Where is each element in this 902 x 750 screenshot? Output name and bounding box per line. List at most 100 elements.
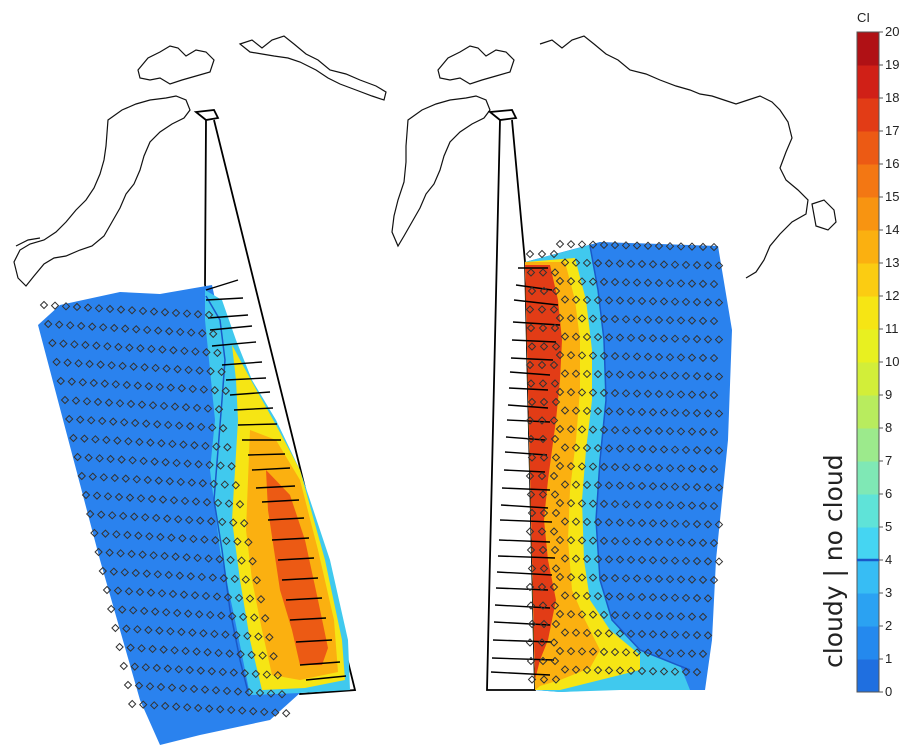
sample-marker [549, 416, 559, 425]
sample-marker [665, 241, 675, 251]
sample-marker [107, 511, 117, 520]
sample-marker [248, 707, 258, 716]
sample-marker [100, 379, 110, 388]
sample-marker [233, 687, 243, 696]
sample-marker [665, 315, 675, 325]
sample-marker [555, 424, 565, 434]
sample-marker [171, 552, 180, 561]
sample-marker [714, 298, 724, 307]
sample-marker [654, 537, 664, 547]
sample-marker [184, 365, 193, 375]
sample-marker [198, 479, 208, 488]
sample-marker [637, 592, 647, 602]
sample-marker [654, 426, 664, 436]
sample-marker [219, 574, 229, 583]
sample-marker [687, 538, 697, 547]
sample-marker [588, 240, 598, 249]
sample-marker [681, 260, 691, 270]
sample-marker [610, 499, 620, 509]
sample-marker [211, 686, 221, 695]
sample-marker [621, 537, 631, 546]
sample-marker [538, 601, 548, 610]
sample-marker [637, 666, 647, 676]
sample-marker [539, 508, 549, 518]
sample-marker [527, 675, 537, 684]
sample-marker [698, 649, 708, 659]
colorbar-swatch [857, 329, 879, 363]
sample-marker [632, 537, 642, 546]
sample-marker [637, 370, 647, 380]
sample-marker [152, 663, 162, 673]
sample-marker [193, 703, 203, 713]
sample-marker [588, 388, 598, 397]
sample-marker [114, 342, 123, 352]
sample-marker [582, 406, 592, 416]
sample-marker [555, 350, 565, 360]
colorbar-swatch [857, 197, 879, 231]
sample-marker [698, 501, 708, 511]
sample-marker [525, 416, 535, 425]
sample-marker [139, 606, 149, 616]
sample-marker [566, 351, 576, 360]
sample-marker [571, 369, 581, 378]
sample-marker [692, 371, 702, 381]
colorbar-tick-label: 8 [885, 420, 892, 435]
sample-marker [648, 371, 658, 380]
sample-marker [582, 332, 592, 342]
sample-marker [225, 649, 234, 658]
sample-marker [593, 332, 603, 342]
colorbar-tick-label: 19 [885, 57, 899, 72]
sample-marker [621, 648, 631, 657]
sample-marker [187, 478, 197, 487]
sample-marker [157, 589, 167, 598]
sample-marker [648, 260, 658, 269]
sample-marker [637, 481, 647, 491]
sample-marker [141, 663, 151, 672]
sample-marker [193, 310, 203, 319]
sample-marker [654, 315, 664, 325]
sample-marker [615, 518, 625, 527]
sample-marker [588, 610, 598, 619]
sample-marker [156, 682, 166, 692]
sample-marker [692, 482, 702, 492]
sample-marker [125, 343, 134, 352]
sample-marker [659, 630, 669, 639]
sample-marker [125, 493, 135, 502]
sample-marker [527, 508, 537, 518]
sample-marker [582, 591, 592, 601]
sample-marker [637, 333, 647, 343]
sample-marker [227, 612, 237, 621]
sample-marker [687, 279, 697, 288]
sample-marker [637, 259, 647, 269]
sample-marker [160, 308, 170, 317]
sample-marker [588, 314, 598, 323]
sample-marker [154, 476, 164, 485]
sample-marker [111, 380, 121, 389]
sample-marker [232, 631, 241, 640]
sample-marker [615, 333, 625, 342]
sample-marker [525, 638, 535, 647]
sample-marker [149, 551, 158, 560]
sample-marker [525, 305, 535, 314]
sample-marker [577, 351, 587, 360]
colorbar-swatch [857, 395, 879, 429]
colorbar-swatch [857, 230, 879, 264]
sample-marker [95, 454, 104, 463]
sample-marker [207, 423, 217, 432]
sample-marker [84, 453, 93, 462]
sample-marker [204, 310, 214, 320]
sample-marker [670, 297, 680, 306]
sample-marker [615, 592, 625, 601]
sample-marker [527, 342, 537, 351]
sample-marker [181, 403, 191, 412]
sample-marker [670, 445, 680, 454]
sample-marker [270, 708, 280, 717]
sample-marker [665, 463, 675, 473]
sample-marker [103, 492, 113, 501]
sample-marker [632, 241, 642, 250]
sample-marker [604, 444, 614, 453]
sample-marker [537, 249, 547, 259]
sample-marker [648, 482, 658, 491]
